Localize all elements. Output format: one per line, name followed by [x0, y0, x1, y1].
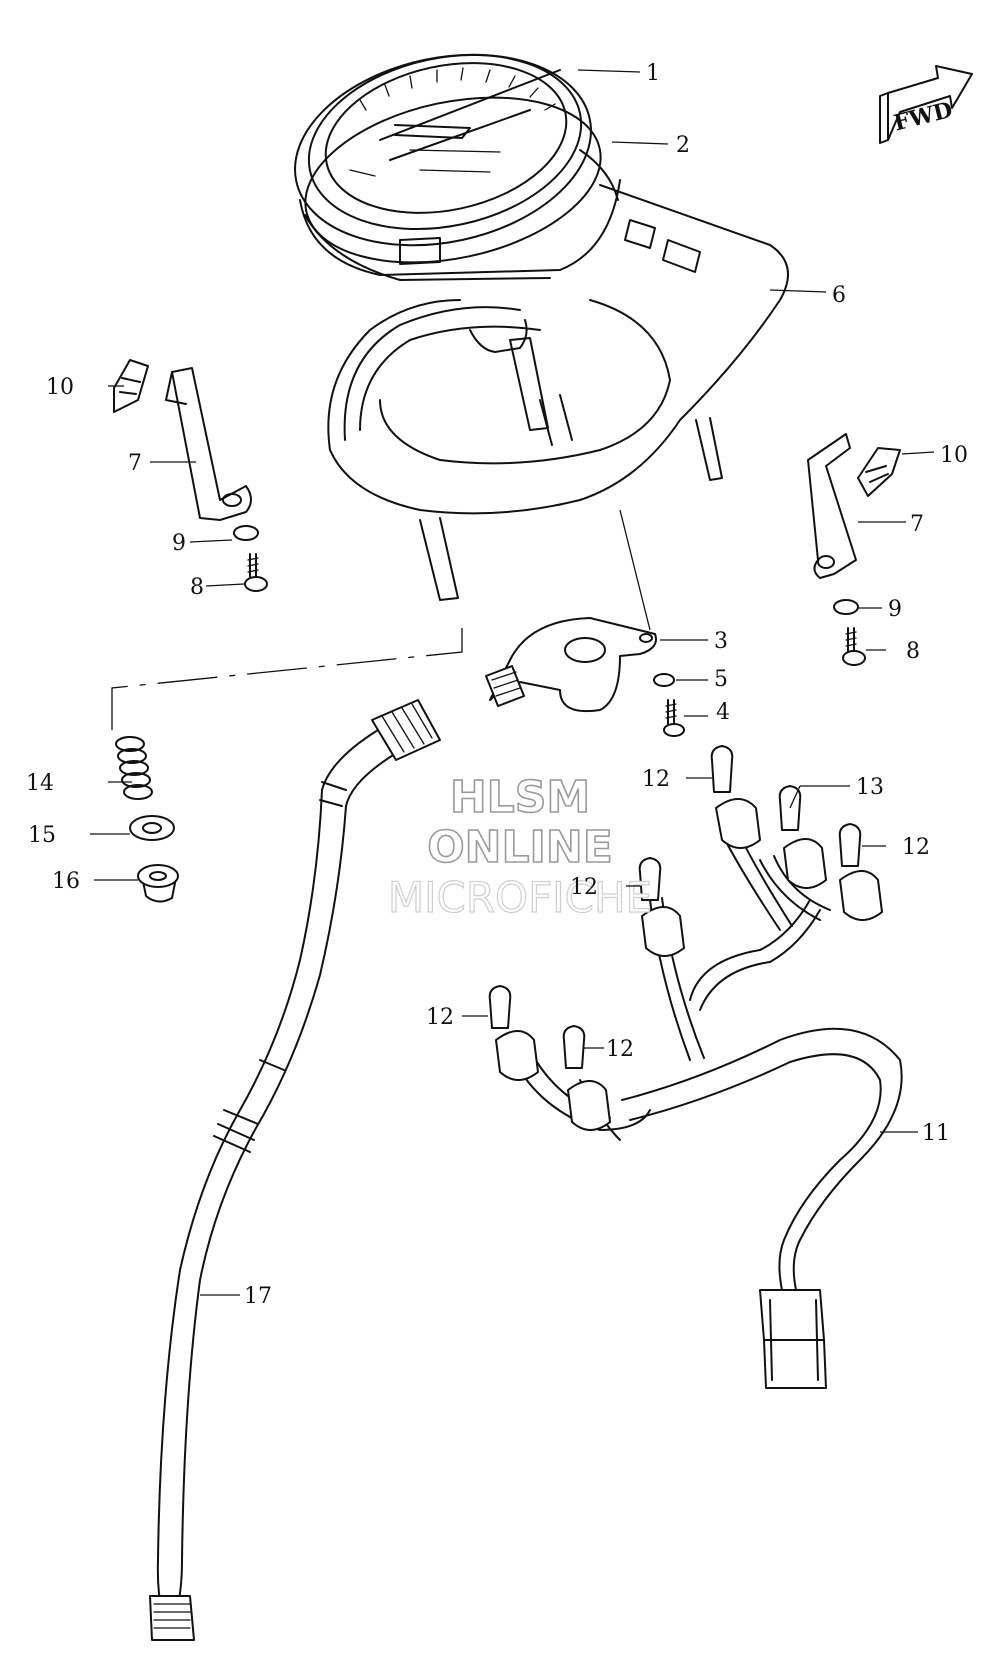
- washer-right: [833, 599, 859, 615]
- washer-center: [653, 673, 675, 687]
- watermark-line3: MICROFICHE: [388, 873, 652, 922]
- fwd-arrow-icon: FWD: [879, 65, 973, 144]
- callout-7-left: 7: [128, 451, 142, 476]
- bracket-right: [807, 433, 857, 579]
- callout-12-d: 12: [426, 1005, 454, 1030]
- callout-15: 15: [28, 823, 56, 848]
- speedometer-assembly: [294, 53, 621, 281]
- callout-5: 5: [714, 667, 728, 692]
- callout-9-right: 9: [888, 597, 902, 622]
- callout-6: 6: [832, 283, 846, 308]
- bulb-12a: [710, 745, 734, 793]
- callout-13: 13: [856, 775, 884, 800]
- speedometer-cable: [149, 699, 441, 1641]
- callout-12-c: 12: [570, 875, 598, 900]
- callout-9-left: 9: [172, 531, 186, 556]
- bulb-12b: [838, 823, 862, 867]
- callout-11: 11: [922, 1121, 950, 1146]
- bulb-12e: [562, 1025, 586, 1069]
- callout-12-e: 12: [606, 1037, 634, 1062]
- callout-1: 1: [646, 61, 660, 86]
- spring: [115, 736, 153, 800]
- bulb-12d: [488, 985, 512, 1029]
- callout-12-b: 12: [902, 835, 930, 860]
- speedometer-gearbox: [485, 617, 657, 712]
- watermark: HLSM ONLINE MICROFICHE: [387, 771, 652, 922]
- screw-left: [244, 553, 268, 592]
- watermark-line2: ONLINE: [427, 822, 613, 873]
- callout-8-left: 8: [190, 575, 204, 600]
- leader-lines: [90, 69, 935, 1296]
- meter-cover-bracket: [327, 184, 789, 601]
- callout-numbers: 1 2 3 4 5 6 7 7 8 8 9 9 10 10 11 12 12 1…: [26, 61, 968, 1309]
- bracket-left: [165, 367, 252, 521]
- callout-3: 3: [714, 629, 728, 654]
- rubber-cushion-left: [113, 359, 149, 413]
- washer-left: [233, 525, 259, 541]
- callout-17: 17: [244, 1284, 272, 1309]
- watermark-line1: HLSM: [450, 772, 590, 823]
- callout-10-left: 10: [46, 375, 74, 400]
- callout-2: 2: [676, 133, 690, 158]
- callout-7-right: 7: [910, 512, 924, 537]
- screw-center: [663, 699, 685, 737]
- callout-8-right: 8: [906, 639, 920, 664]
- callout-4: 4: [716, 700, 730, 725]
- washer-large: [129, 815, 175, 841]
- grommet: [137, 864, 179, 903]
- screw-right: [842, 627, 866, 666]
- callout-10-right: 10: [940, 443, 968, 468]
- callout-14: 14: [26, 771, 54, 796]
- callout-16: 16: [52, 869, 80, 894]
- wiring-harness: [495, 798, 903, 1389]
- callout-12-a: 12: [642, 767, 670, 792]
- rubber-cushion-right: [857, 447, 901, 497]
- bulb-12c: [638, 857, 662, 901]
